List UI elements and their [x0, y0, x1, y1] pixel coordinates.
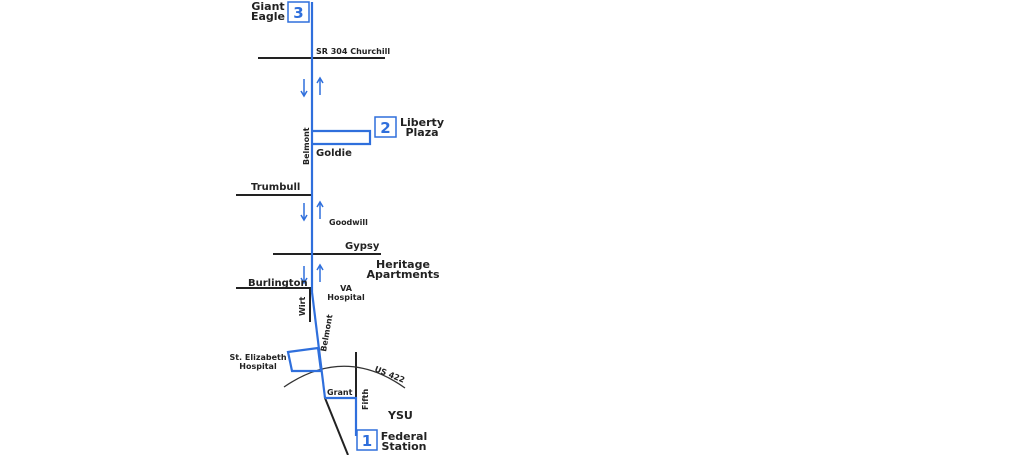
- burlington-label: Burlington: [248, 278, 308, 289]
- direction-arrows: [300, 76, 324, 285]
- stop-3-box[interactable]: 3: [287, 1, 310, 23]
- stop-2-name-line1: Liberty: [400, 116, 444, 129]
- arrow-up-icon: [316, 76, 324, 95]
- arrow-down-icon: [300, 203, 308, 222]
- belmont-label: Belmont: [302, 127, 311, 165]
- stop-1-name-line1: Federal: [381, 430, 427, 443]
- route-liberty-loop: [312, 129, 372, 146]
- us422-curve: [283, 365, 406, 389]
- bus-route: [286, 2, 372, 436]
- stop-1-box[interactable]: 1: [356, 429, 378, 451]
- heritage-label-line1: Heritage: [376, 258, 430, 271]
- ysu-label: YSU: [387, 409, 413, 422]
- stop-2-number: 2: [380, 119, 390, 137]
- gypsy-label: Gypsy: [345, 241, 380, 252]
- streets: [236, 57, 385, 455]
- us422-label: US 422: [373, 365, 406, 385]
- stop-3-name-line2: Eagle: [251, 10, 285, 23]
- route-stelizabeth-loop: [286, 346, 323, 373]
- va-label-line1: VA: [340, 284, 353, 293]
- stop-3-number: 3: [293, 4, 303, 22]
- belmont-lower-label: Belmont: [319, 314, 334, 353]
- va-label-line2: Hospital: [327, 293, 365, 302]
- fifth-label: Fifth: [361, 388, 370, 410]
- grant-label: Grant: [327, 388, 353, 397]
- stelizabeth-label-line2: Hospital: [239, 362, 277, 371]
- route-grant-fifth: [325, 396, 358, 436]
- stop-1-name-line2: Station: [381, 440, 426, 453]
- stop-3-name-line1: Giant: [251, 0, 284, 13]
- heritage-label-line2: Apartments: [366, 268, 440, 281]
- stop-1-number: 1: [362, 432, 372, 450]
- lower-belmont-street: [324, 397, 349, 455]
- stop-2-box[interactable]: 2: [374, 116, 397, 138]
- arrow-down-icon: [300, 79, 308, 98]
- goldie-label: Goldie: [316, 148, 352, 159]
- stelizabeth-label-line1: St. Elizabeth: [229, 353, 286, 362]
- arrow-up-icon: [316, 200, 324, 219]
- arrow-up-icon: [316, 263, 324, 282]
- trumbull-label: Trumbull: [251, 182, 300, 193]
- arrow-down-icon: [300, 266, 308, 285]
- wirt-label: Wirt: [298, 296, 307, 316]
- goodwill-label: Goodwill: [329, 218, 368, 227]
- stop-2-name-line2: Plaza: [405, 126, 438, 139]
- route-belmont-south: [310, 291, 327, 399]
- sr304-label: SR 304 Churchill: [316, 47, 390, 56]
